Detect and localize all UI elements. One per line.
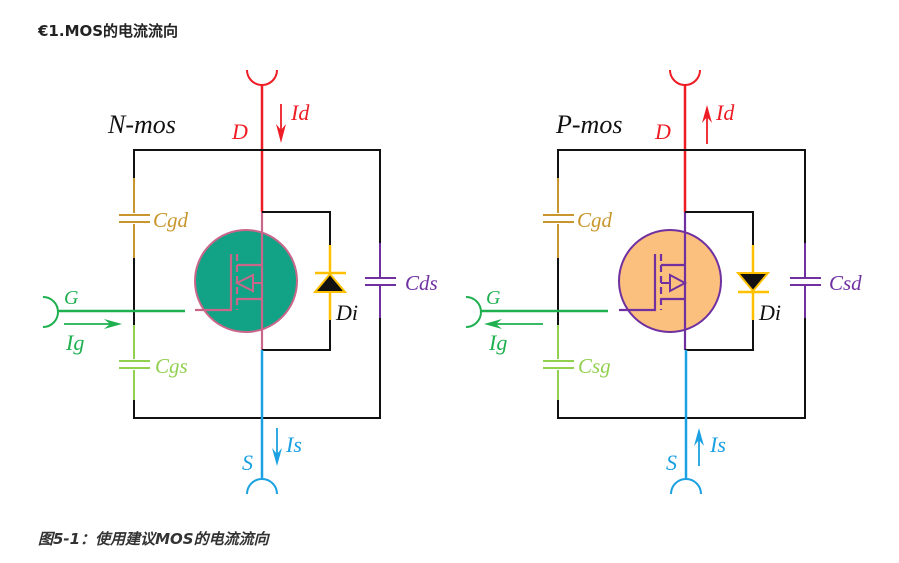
nmos-outer-wire-top: [133, 149, 381, 243]
pmos-outer-wire-bottom: [557, 318, 806, 419]
nmos-is-label: Is: [285, 432, 302, 457]
pmos-source-terminal-icon: [670, 478, 702, 495]
pmos-diode-wire-top: [685, 211, 754, 245]
pmos-source-label: S: [666, 450, 677, 475]
nmos-transistor-icon: [194, 212, 298, 350]
section-heading: €1.MOS的电流流向: [38, 22, 179, 40]
pmos-gate-terminal-icon: [465, 296, 482, 328]
nmos-id-arrow-icon: [276, 104, 286, 143]
nmos-gate-label: G: [64, 287, 79, 309]
nmos-diode-wire-top: [262, 211, 331, 245]
nmos-diode-wire-bottom: [262, 320, 331, 351]
nmos-cgs-capacitor-icon: [119, 325, 150, 400]
nmos-outer-wire-bottom: [133, 318, 381, 419]
pmos-diode-wire-bottom: [685, 320, 754, 351]
pmos-di-label: Di: [758, 300, 781, 325]
nmos-gate-terminal-icon: [42, 296, 59, 328]
nmos-cds-capacitor-icon: [365, 243, 396, 318]
pmos-is-arrow-icon: [694, 428, 704, 466]
nmos-ig-label: Ig: [65, 330, 84, 355]
pmos-transistor-icon: [618, 212, 722, 350]
pmos-csg-capacitor-icon: [543, 325, 574, 400]
nmos-title: N-mos: [107, 110, 176, 139]
nmos-ig-arrow-icon: [64, 319, 122, 329]
pmos-body-diode-icon: [735, 245, 771, 320]
pmos-title: P-mos: [555, 110, 622, 139]
pmos-id-label: Id: [715, 100, 735, 125]
nmos-body-diode-icon: [312, 245, 348, 320]
pmos-diagram: P-mos D Id Cgd Csg G: [465, 69, 862, 495]
figure-caption: 图5-1：使用建议MOS的电流流向: [38, 530, 269, 548]
pmos-outer-wire-top: [557, 149, 806, 243]
pmos-drain-terminal-icon: [669, 69, 701, 86]
nmos-cgd-label: Cgd: [153, 208, 189, 232]
nmos-di-label: Di: [335, 300, 358, 325]
pmos-csd-capacitor-icon: [790, 243, 821, 318]
nmos-cgd-capacitor-icon: [119, 178, 150, 258]
nmos-cds-label: Cds: [405, 271, 438, 295]
pmos-id-arrow-icon: [702, 105, 712, 144]
pmos-csd-label: Csd: [829, 271, 862, 295]
pmos-csg-label: Csg: [578, 354, 611, 378]
nmos-diagram: N-mos D Id Cgd Cgs: [42, 69, 438, 495]
pmos-is-label: Is: [709, 432, 726, 457]
pmos-gate-label: G: [486, 287, 501, 309]
pmos-ig-arrow-icon: [484, 319, 543, 329]
pmos-cgd-label: Cgd: [577, 208, 613, 232]
nmos-drain-label: D: [231, 119, 248, 144]
nmos-cgs-label: Cgs: [155, 354, 188, 378]
pmos-ig-label: Ig: [488, 330, 507, 355]
nmos-id-label: Id: [290, 100, 310, 125]
pmos-cgd-capacitor-icon: [543, 178, 574, 258]
nmos-drain-terminal-icon: [246, 69, 278, 86]
nmos-source-terminal-icon: [246, 478, 278, 495]
nmos-is-arrow-icon: [272, 428, 282, 466]
pmos-drain-label: D: [654, 119, 671, 144]
nmos-source-label: S: [242, 450, 253, 475]
